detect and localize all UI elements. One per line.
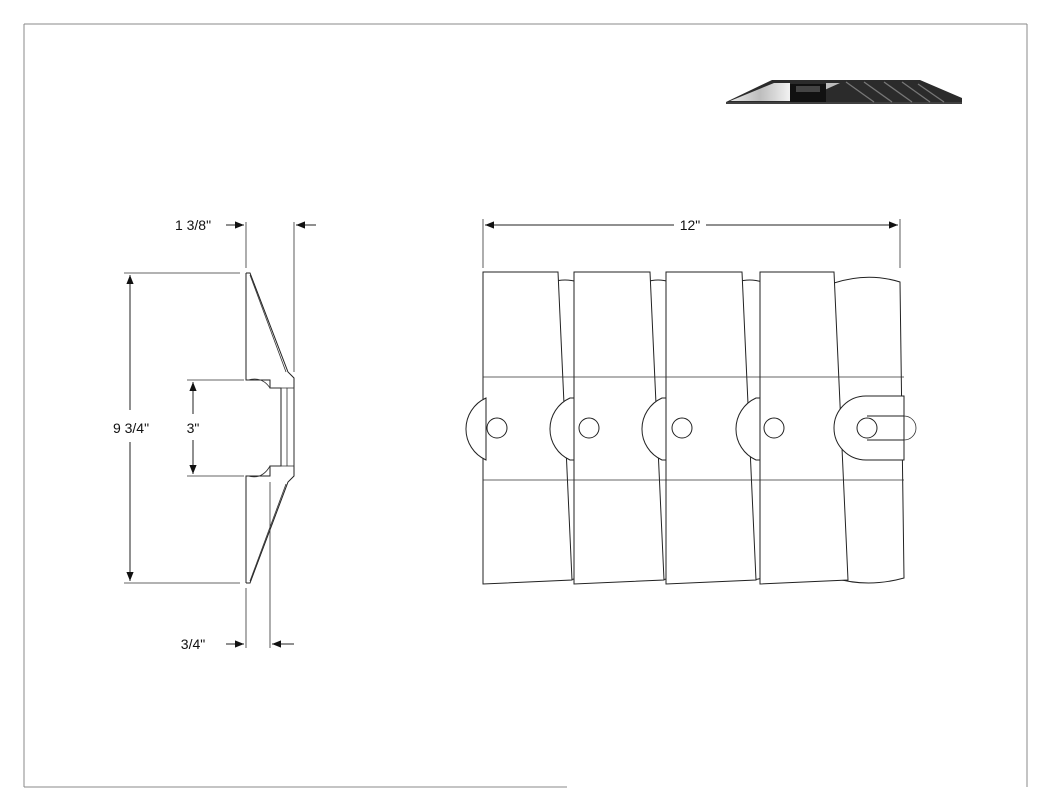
- isometric-preview: [726, 80, 962, 104]
- dimension-label-center-section: 3": [187, 420, 200, 436]
- side-view: [124, 222, 295, 648]
- front-view: [465, 219, 917, 585]
- hinge-hole-1: [486, 417, 508, 439]
- hinge-hole-4: [763, 417, 785, 439]
- sheet-border: [23, 23, 1028, 788]
- hinge-hole-2: [578, 417, 600, 439]
- dimension-depth-top: 1 3/8": [175, 217, 316, 233]
- dimension-length-total: 12": [485, 217, 898, 233]
- hinge-hole-3: [671, 417, 693, 439]
- dimension-depth-bottom: 3/4": [181, 636, 294, 652]
- dimension-label-depth-top: 1 3/8": [175, 217, 211, 233]
- dimension-height-total: 9 3/4": [113, 275, 149, 581]
- dimension-label-height-total: 9 3/4": [113, 420, 149, 436]
- dimension-label-depth-bottom: 3/4": [181, 636, 205, 652]
- dimension-label-length-total: 12": [680, 217, 701, 233]
- hinge-hole-5: [856, 417, 878, 439]
- dimension-center-section: 3": [187, 382, 200, 474]
